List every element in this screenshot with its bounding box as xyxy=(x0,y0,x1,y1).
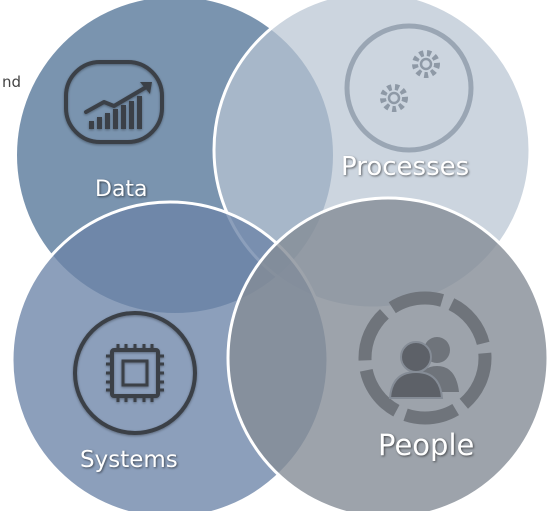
people-group-icon xyxy=(358,291,492,425)
label-systems: Systems xyxy=(80,447,178,473)
circle-people xyxy=(226,196,548,515)
gears-icon xyxy=(344,23,474,153)
bar-chart-growth-icon xyxy=(64,60,164,144)
chip-icon xyxy=(73,311,197,435)
partial-text: nd xyxy=(2,73,22,91)
label-processes: Processes xyxy=(341,152,470,182)
label-data: Data xyxy=(95,177,148,202)
label-people: People xyxy=(378,428,475,462)
